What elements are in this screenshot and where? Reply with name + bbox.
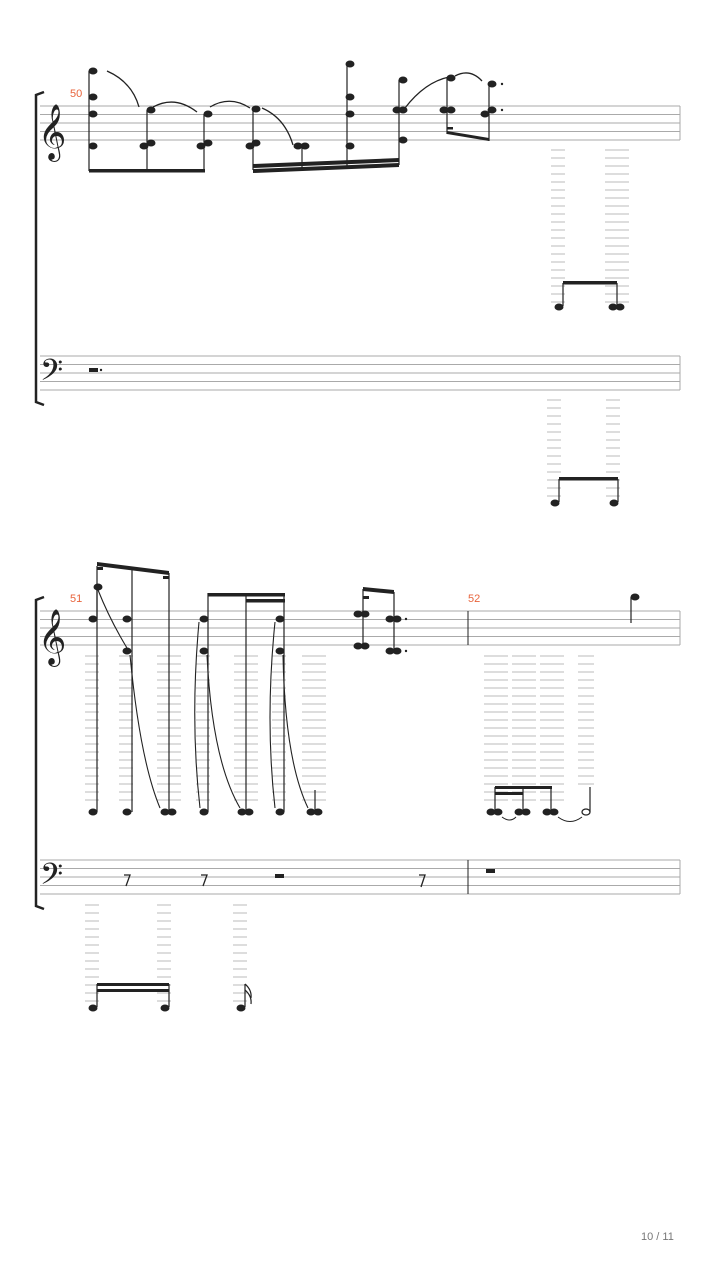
half-rest <box>89 368 98 372</box>
staff-bass-2 <box>40 859 681 895</box>
low-notes-3 <box>88 587 591 822</box>
ledger-group-1 <box>551 149 629 303</box>
bass-clef-icon: 𝄢 <box>40 354 63 395</box>
system-2: 𝄞 51 52 𝄢 <box>34 562 681 1012</box>
treble-clef-icon: 𝄞 <box>38 609 66 667</box>
measure-number: 52 <box>468 593 480 605</box>
notes-measure-51 <box>88 562 640 655</box>
low-notes-4 <box>88 983 252 1012</box>
bass-rests-2 <box>124 869 495 888</box>
notes-measure-50 <box>88 60 504 173</box>
ledger-group-3 <box>85 655 594 801</box>
treble-clef-icon: 𝄞 <box>38 104 66 162</box>
system-1: 𝄞 50 𝄢 <box>34 60 681 507</box>
page-number: 10 / 11 <box>641 1231 674 1243</box>
ledger-group-4 <box>85 904 247 1002</box>
measure-number: 50 <box>70 88 82 100</box>
measure-number: 51 <box>70 593 82 605</box>
ledger-group-2 <box>547 399 620 497</box>
dot <box>99 368 103 372</box>
staff-treble-2 <box>40 610 681 646</box>
system-bracket <box>34 90 45 407</box>
staff-treble-1 <box>40 105 681 141</box>
low-notes-1 <box>554 281 625 311</box>
low-notes-2 <box>550 477 619 507</box>
bass-clef-icon: 𝄢 <box>40 858 63 899</box>
system-bracket <box>34 595 45 911</box>
staff-bass-1 <box>40 355 681 391</box>
